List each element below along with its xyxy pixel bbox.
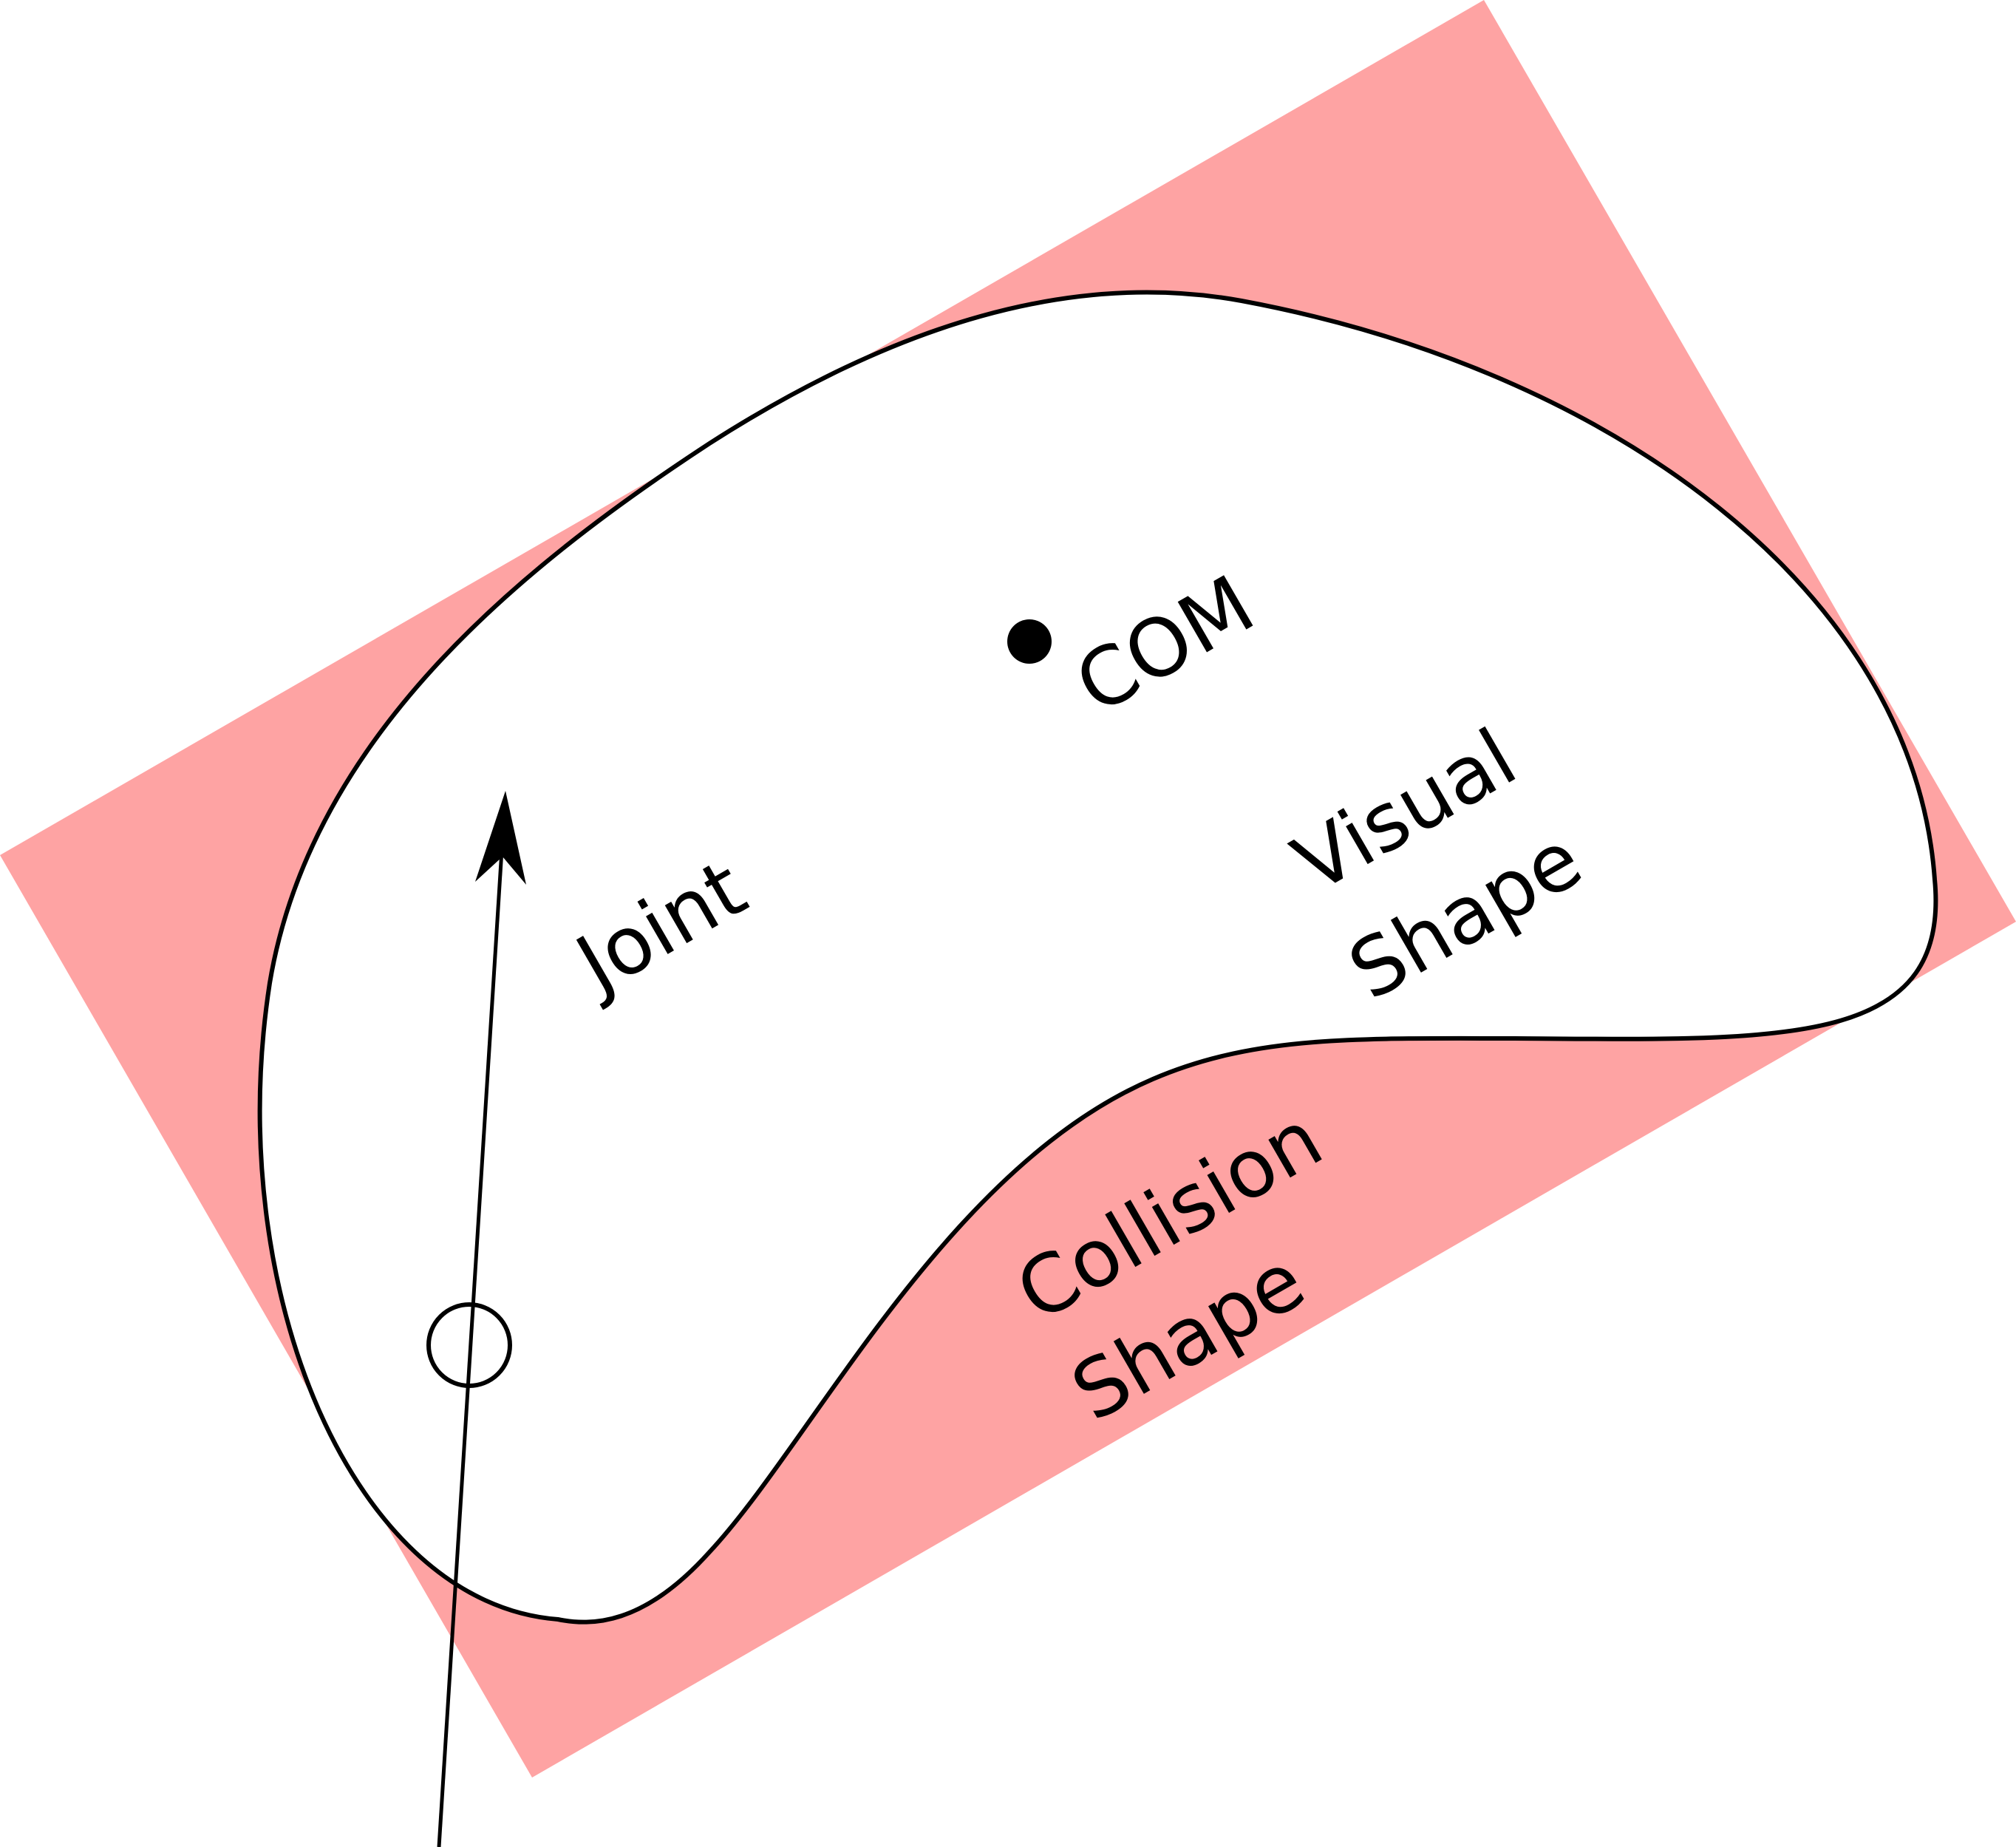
com-dot xyxy=(1007,619,1052,664)
joint-origin-circle xyxy=(426,1302,512,1388)
joint-axis-arrowhead xyxy=(475,791,526,885)
visual-shape-outline xyxy=(257,290,1938,1625)
joint-axis-line xyxy=(437,849,504,1847)
